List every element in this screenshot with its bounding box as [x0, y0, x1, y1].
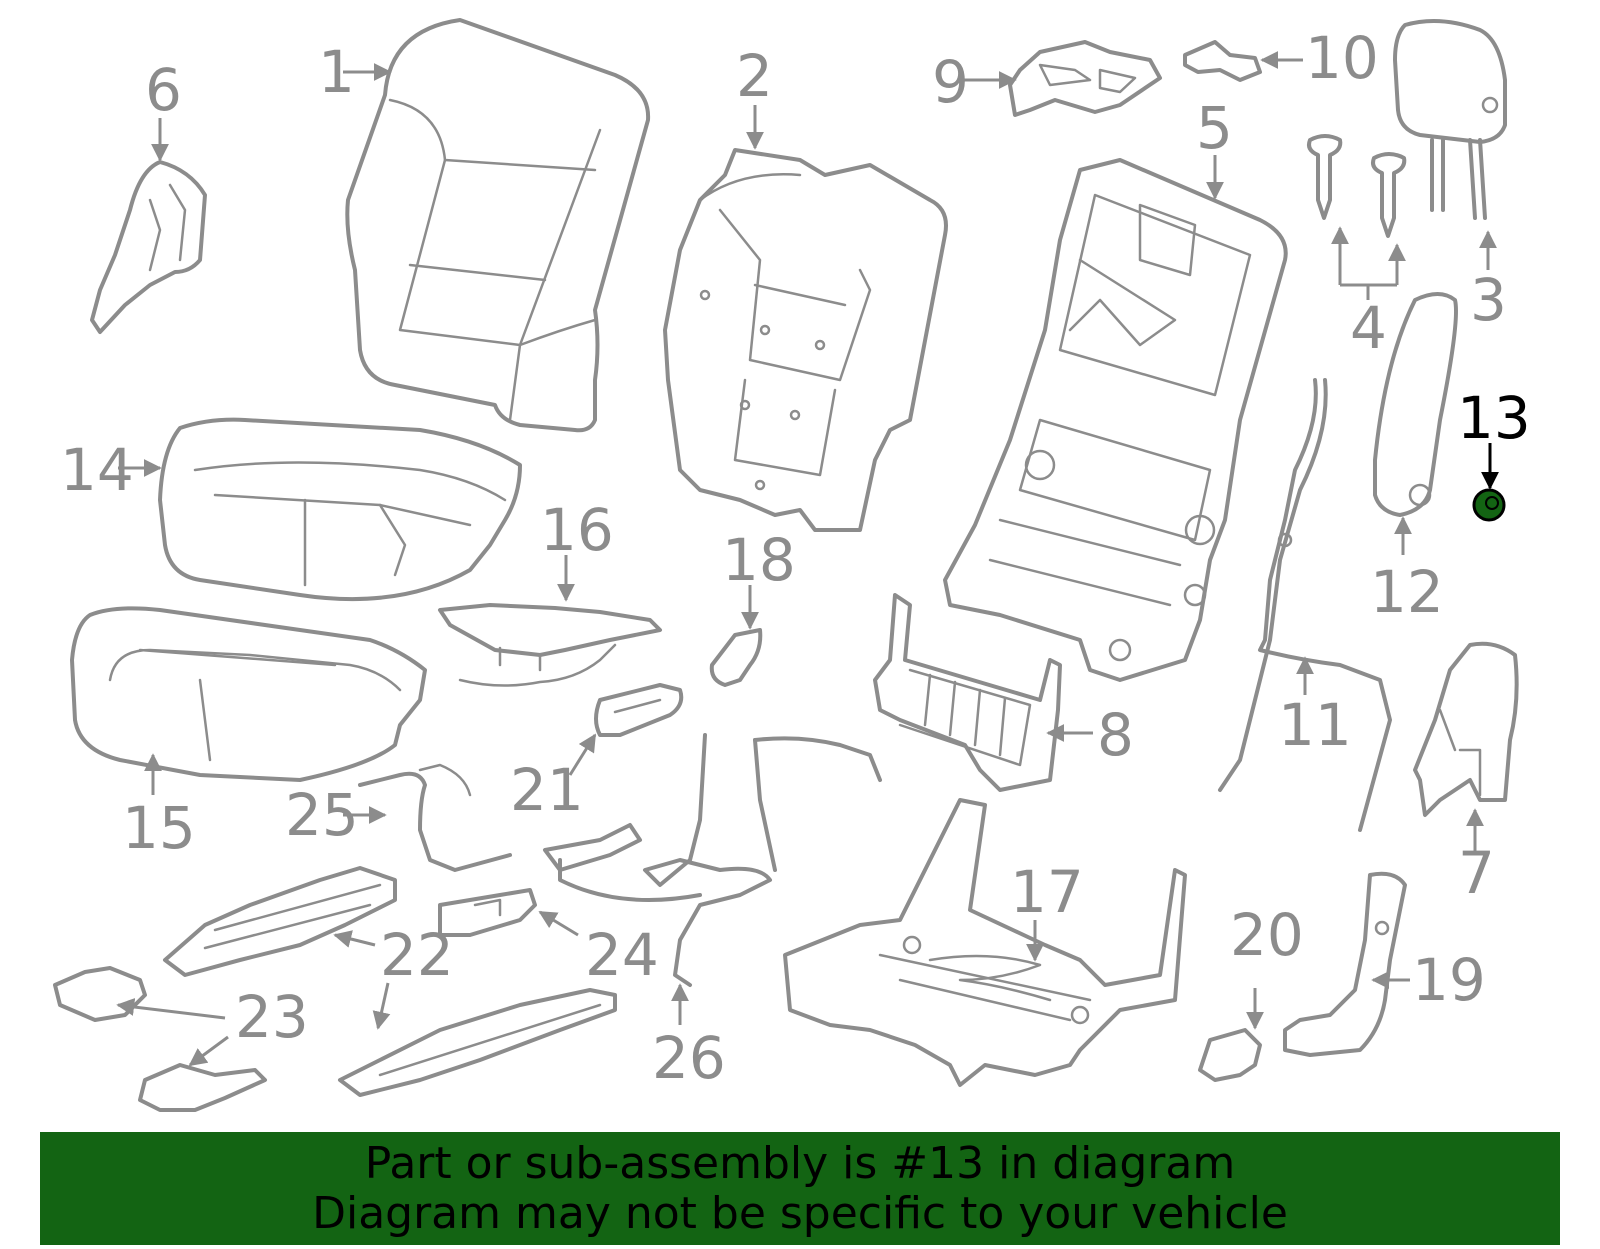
label-4: 4: [1350, 294, 1387, 362]
part-25-wire: [358, 763, 512, 872]
part-19-outer-trim: [1283, 871, 1407, 1057]
label-8: 8: [1097, 701, 1134, 769]
part-5-seatback-frame: [943, 158, 1288, 682]
part-11-cables: [1218, 378, 1392, 832]
part-22-seat-tracks: [163, 866, 617, 1097]
label-7: 7: [1458, 839, 1495, 907]
part-18-latch: [709, 628, 763, 687]
part-3-headrest: [1393, 19, 1507, 220]
label-5: 5: [1196, 94, 1233, 162]
part-15-seat-cushion-pad: [70, 606, 427, 782]
part-1-seatback-cover: [345, 18, 651, 433]
label-11: 11: [1278, 691, 1352, 759]
part-20-small-cover: [1198, 1028, 1262, 1082]
part-24-bracket: [438, 888, 537, 937]
label-13: 13: [1457, 384, 1531, 452]
info-banner: Part or sub-assembly is #13 in diagram D…: [40, 1132, 1560, 1245]
label-2: 2: [736, 42, 773, 110]
part-7-trim-cover: [1413, 641, 1519, 817]
leader-lines: [116, 51, 1499, 1067]
label-26: 26: [652, 1024, 726, 1092]
callout-labels: 1 2 3 4 5 6 7 8 9 10 11 12 13 14 15 16 1…: [60, 24, 1531, 1092]
label-6: 6: [145, 56, 182, 124]
label-24: 24: [585, 921, 659, 989]
part-23-track-covers: [53, 966, 267, 1112]
part-26-cable-harness: [543, 733, 882, 987]
part-16-sensor-mat: [438, 603, 662, 687]
part-8-lumbar-support: [873, 593, 1062, 792]
label-15: 15: [122, 794, 196, 862]
label-9: 9: [932, 48, 969, 116]
part-2-seatback-panel: [663, 148, 948, 532]
label-1: 1: [318, 38, 355, 106]
part-12-armrest: [1373, 292, 1458, 517]
label-17: 17: [1010, 858, 1084, 926]
part-13-cap: [1472, 488, 1506, 522]
part-9-bracket: [1008, 40, 1162, 117]
label-23: 23: [235, 983, 309, 1051]
part-10-clip: [1183, 40, 1262, 82]
label-12: 12: [1370, 558, 1444, 626]
part-17-seat-frame: [783, 798, 1187, 1087]
label-10: 10: [1305, 24, 1379, 92]
part-4-headrest-guides: [1307, 134, 1407, 238]
label-22: 22: [380, 921, 454, 989]
label-25: 25: [285, 781, 359, 849]
banner-line-1: Part or sub-assembly is #13 in diagram: [364, 1137, 1236, 1189]
banner-line-2: Diagram may not be specific to your vehi…: [312, 1187, 1288, 1239]
label-21: 21: [510, 756, 584, 824]
part-14-seat-cushion-cover: [158, 417, 522, 602]
label-16: 16: [540, 496, 614, 564]
label-18: 18: [722, 526, 796, 594]
label-14: 14: [60, 436, 134, 504]
label-20: 20: [1230, 901, 1304, 969]
part-6-side-trim: [90, 160, 207, 334]
label-3: 3: [1470, 266, 1507, 334]
part-21-handle: [594, 683, 684, 737]
label-19: 19: [1412, 946, 1486, 1014]
